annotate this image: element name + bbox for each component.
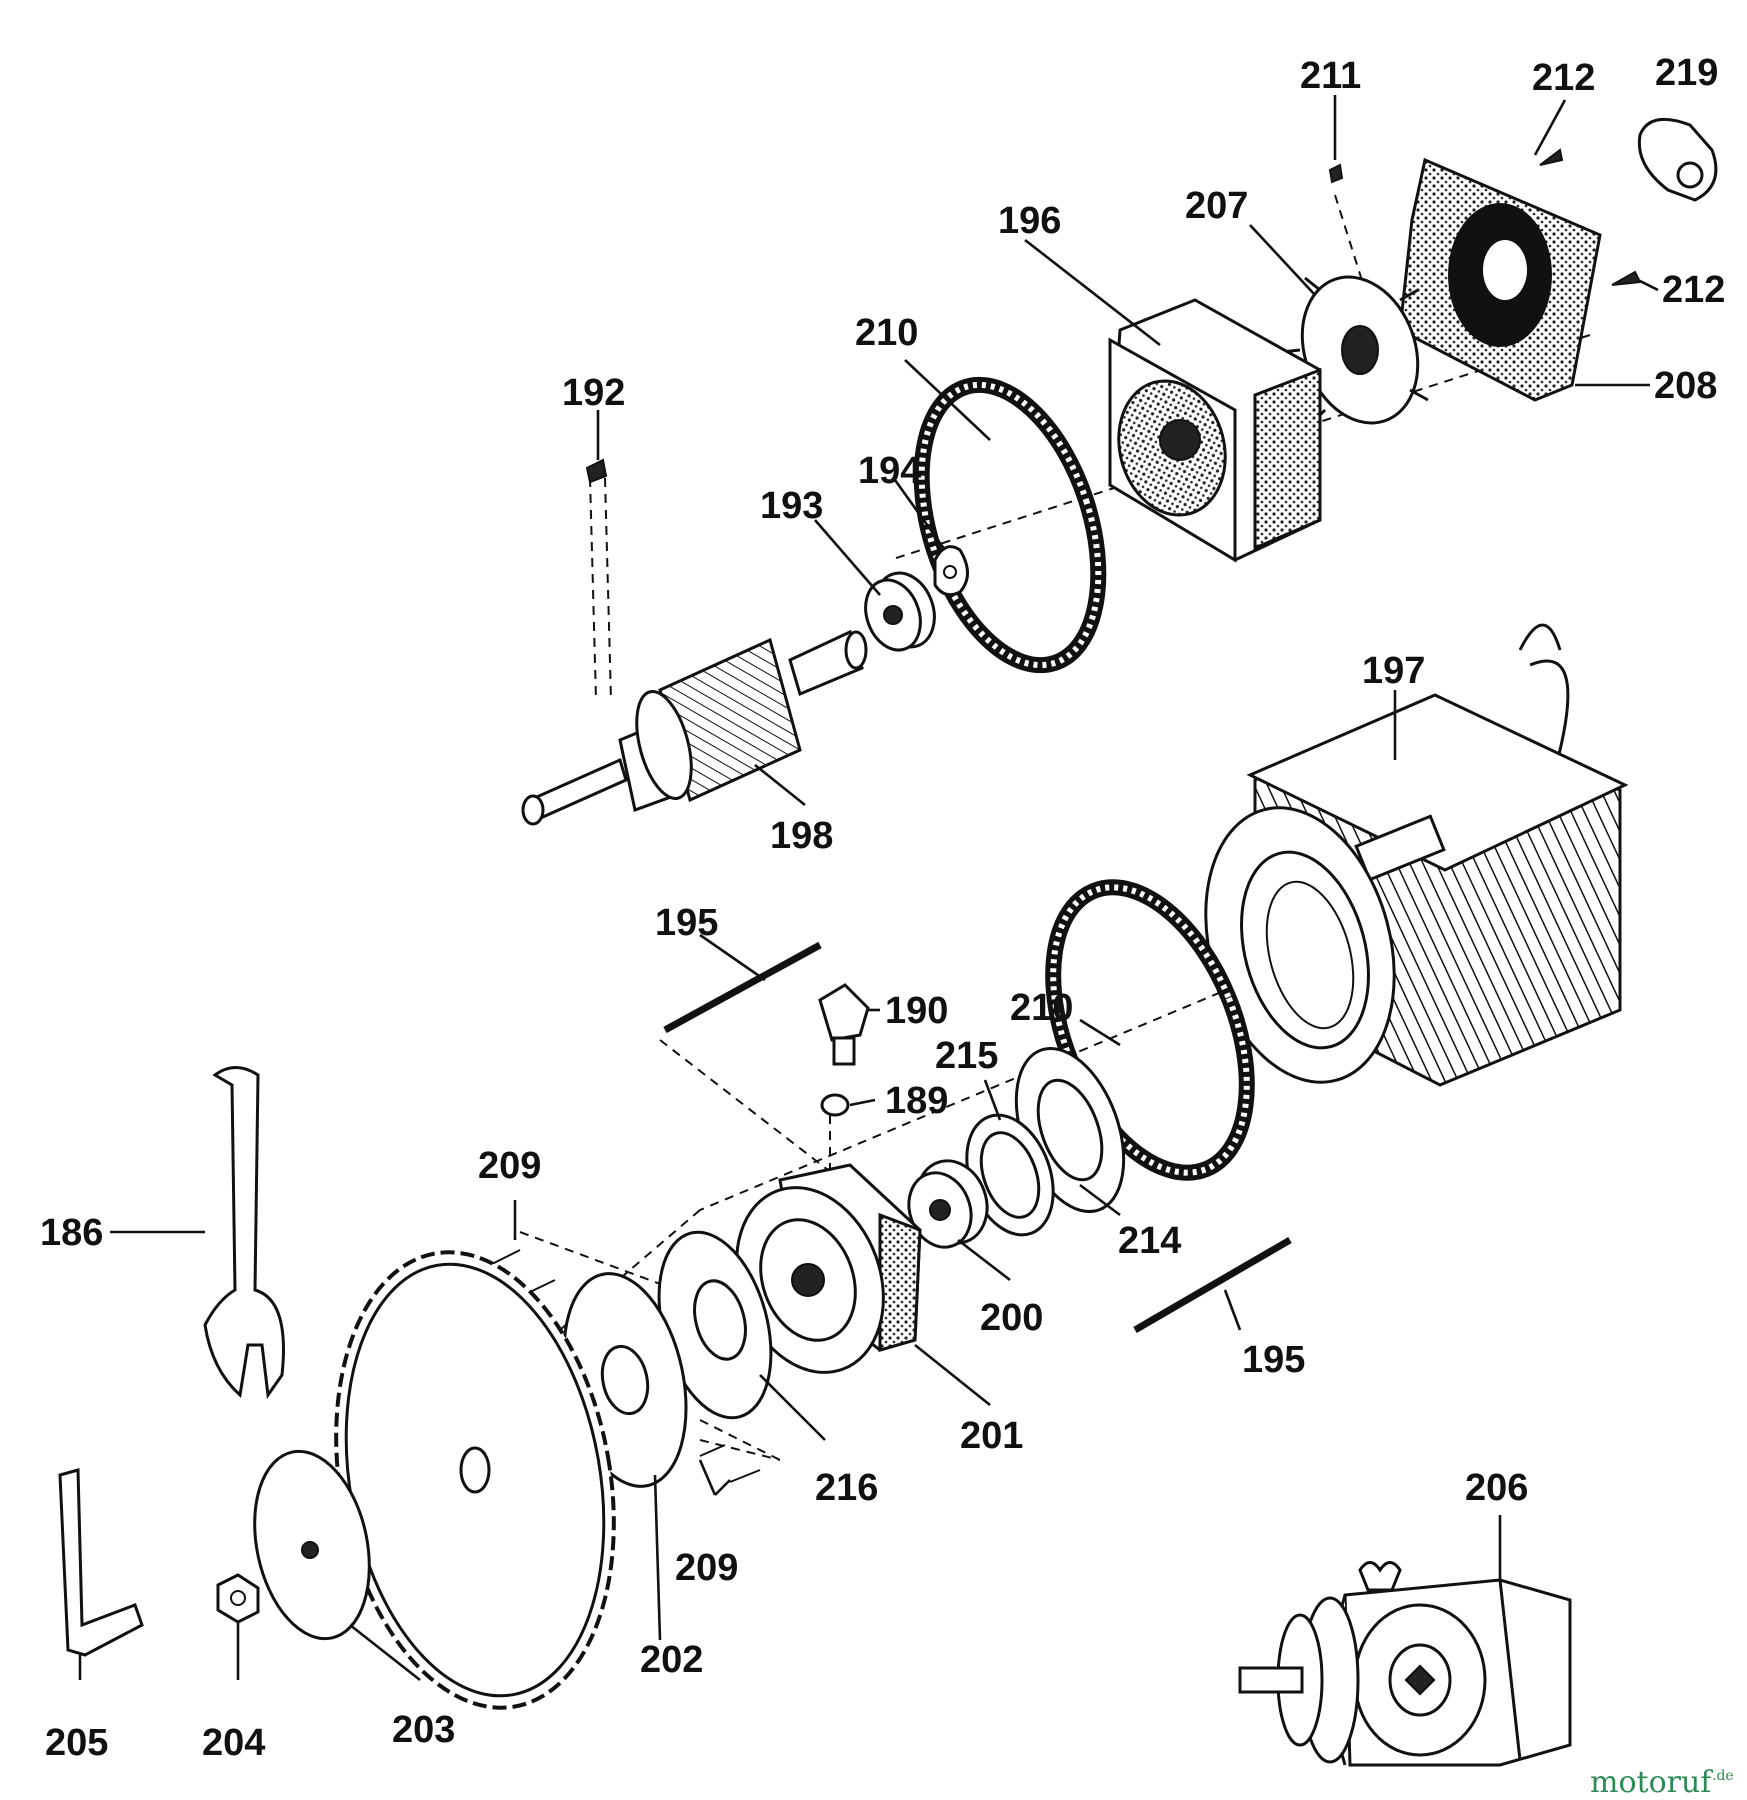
callout-210-lower: 210 [1010, 987, 1073, 1029]
part-192-key [585, 458, 608, 484]
part-204-nut [216, 1573, 260, 1624]
callout-212-top: 212 [1532, 57, 1595, 99]
callout-203: 203 [392, 1709, 455, 1751]
callout-202: 202 [640, 1639, 703, 1681]
callout-186: 186 [40, 1212, 103, 1254]
part-200-bearing [907, 1159, 989, 1249]
part-196-housing [1108, 298, 1322, 563]
callout-197: 197 [1362, 650, 1425, 692]
part-190-knob [818, 983, 870, 1066]
leader-lines [78, 95, 1659, 1682]
part-198-armature [521, 629, 868, 826]
part-189-washer [820, 1093, 850, 1117]
callout-207: 207 [1185, 185, 1248, 227]
callout-195-upper: 195 [655, 902, 718, 944]
part-206-motor-assembly [1238, 1561, 1572, 1767]
callout-209-lower: 209 [675, 1547, 738, 1589]
callout-194: 194 [858, 450, 921, 492]
watermark-brand: motoruf [1590, 1765, 1713, 1800]
part-208-end-cover [1398, 157, 1602, 402]
callout-190: 190 [885, 990, 948, 1032]
callout-214: 214 [1118, 1220, 1181, 1262]
part-197-motor-housing [1204, 623, 1629, 1087]
callout-193: 193 [760, 485, 823, 527]
callout-211: 211 [1300, 55, 1361, 97]
callout-209-upper: 209 [478, 1145, 541, 1187]
part-209-screws [489, 1249, 761, 1483]
callout-189: 189 [885, 1080, 948, 1122]
part-195-rods [663, 941, 1292, 1334]
callout-219: 219 [1655, 52, 1718, 94]
part-207-fan [1281, 275, 1429, 427]
part-219-cable-clip [1637, 117, 1718, 202]
callout-200: 200 [980, 1297, 1043, 1339]
callout-212-right: 212 [1662, 269, 1725, 311]
watermark: motoruf .de [1590, 1765, 1734, 1800]
part-193-bearing [864, 571, 936, 652]
part-211-screw [1328, 163, 1344, 184]
watermark-suffix: .de [1712, 1768, 1734, 1784]
callout-215: 215 [935, 1035, 998, 1077]
callout-206: 206 [1465, 1467, 1528, 1509]
part-186-wrench [203, 1066, 285, 1400]
callout-198: 198 [770, 815, 833, 857]
part-201-gear-housing [735, 1163, 922, 1374]
callout-210-upper: 210 [855, 312, 918, 354]
part-212-screws [1539, 148, 1642, 286]
part-205-hex-key [58, 1468, 144, 1657]
callout-196: 196 [998, 200, 1061, 242]
callout-216: 216 [815, 1467, 878, 1509]
callout-labels: 211 212 219 196 207 212 210 208 192 194 … [40, 52, 1725, 1764]
part-210-ring-upper [913, 376, 1107, 674]
callout-208: 208 [1654, 365, 1717, 407]
callout-192: 192 [562, 372, 625, 414]
part-216-flange [657, 1230, 773, 1420]
callout-205: 205 [45, 1722, 108, 1764]
callout-204: 204 [202, 1722, 265, 1764]
part-194-clip [933, 545, 969, 597]
callout-195-lower: 195 [1242, 1339, 1305, 1381]
part-203-saw-blade [334, 1250, 616, 1710]
part-203-outer-washer [253, 1449, 371, 1641]
callout-201: 201 [960, 1415, 1023, 1457]
